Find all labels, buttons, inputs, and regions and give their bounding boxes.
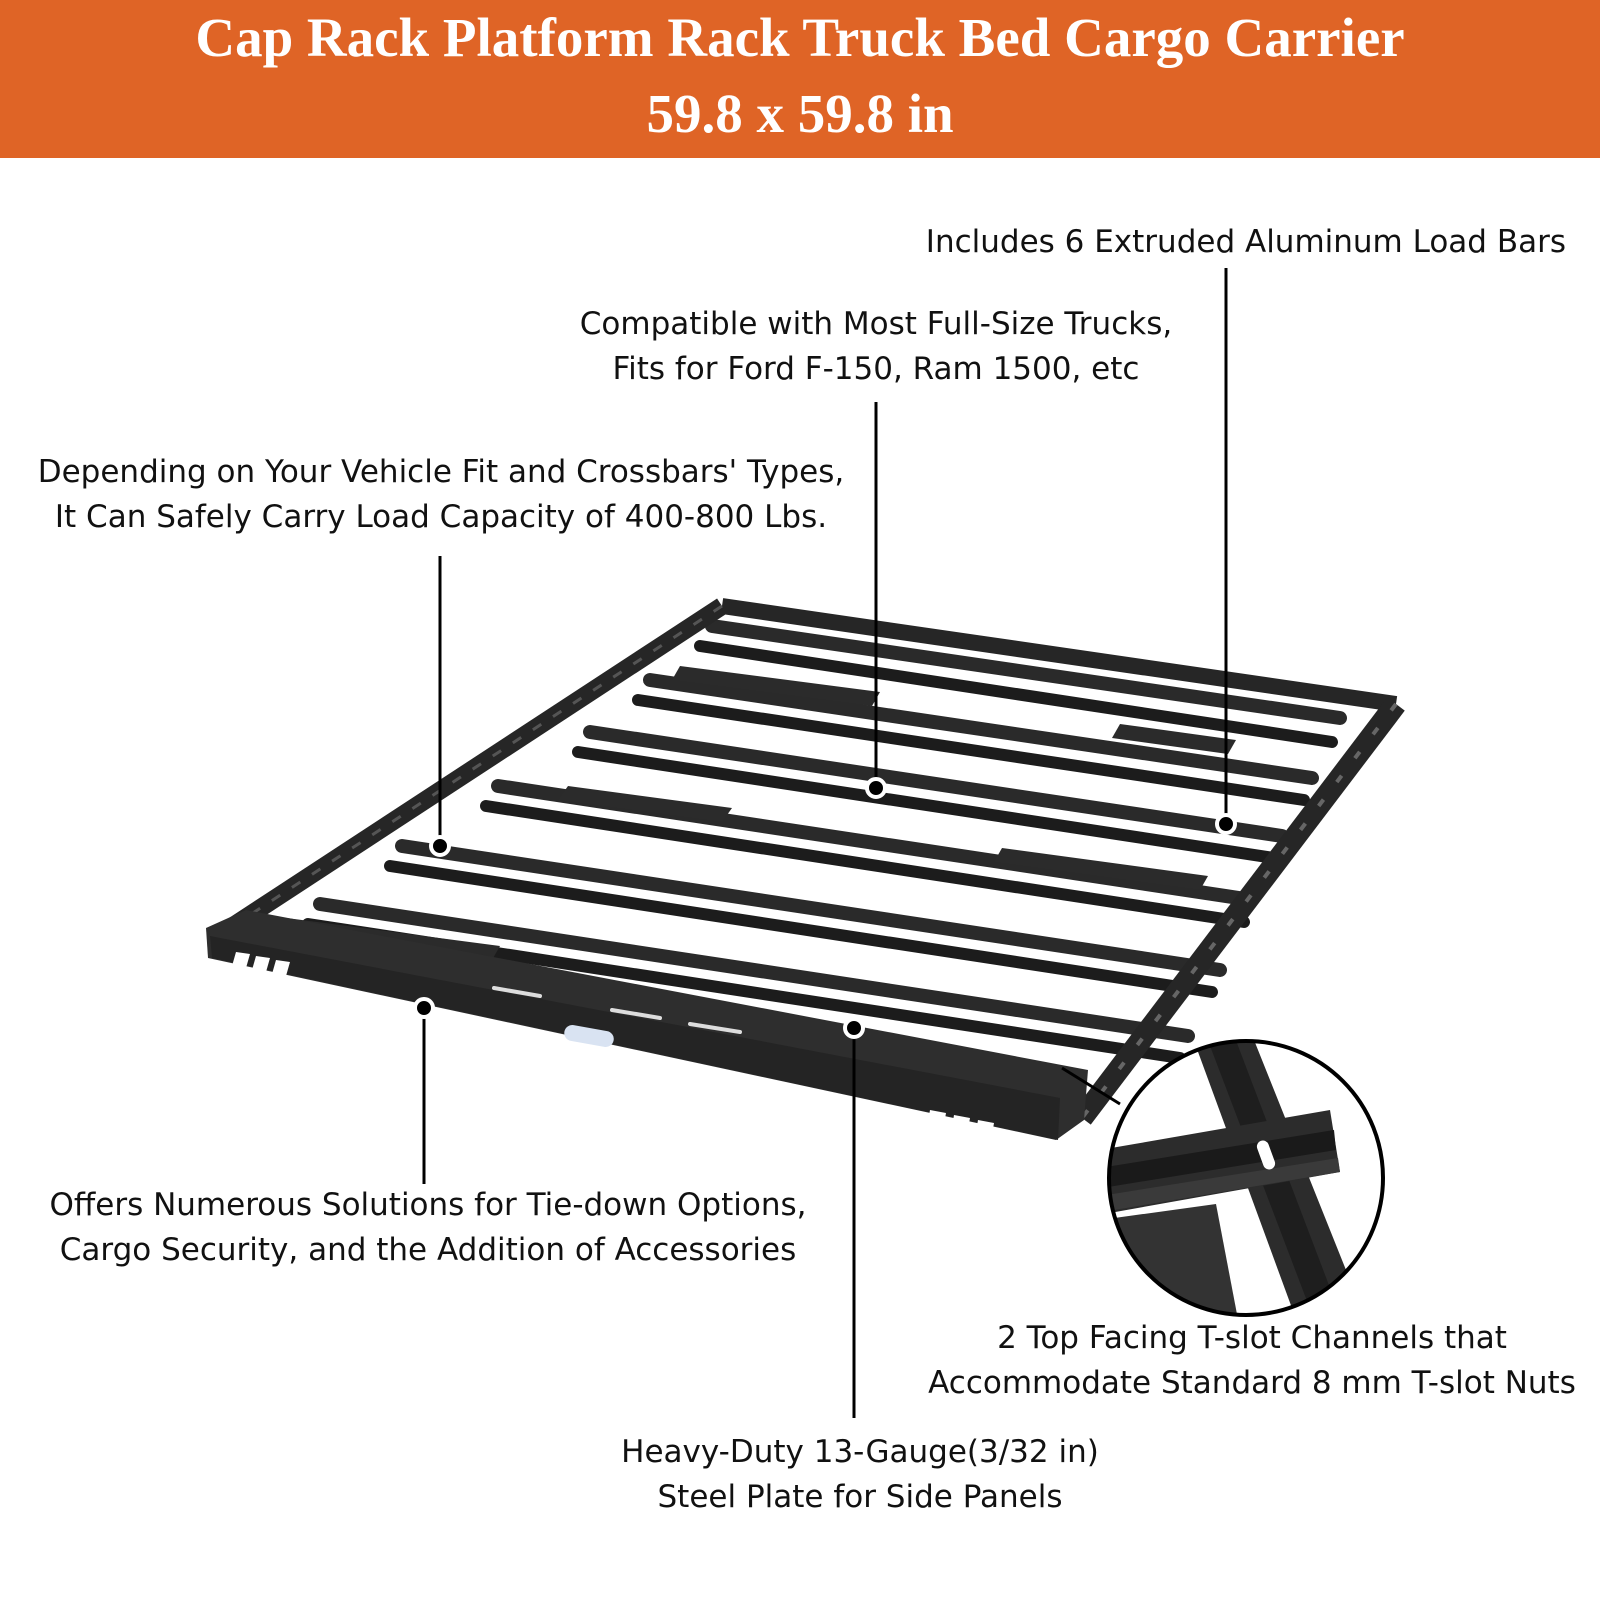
callout-line: It Can Safely Carry Load Capacity of 400… [54, 499, 828, 535]
load-bar [313, 897, 1195, 1043]
product-title: Cap Rack Platform Rack Truck Bed Cargo C… [195, 7, 1405, 68]
load-bars [302, 619, 1347, 1064]
t-slot-detail-circle [1107, 1039, 1385, 1317]
callout-t-slot: 2 Top Facing T-slot Channels that Accomm… [904, 1316, 1600, 1406]
callout-line: Heavy-Duty 13-Gauge(3/32 in) [621, 1434, 1099, 1470]
pointer-dot [843, 1017, 865, 1039]
callout-line: Steel Plate for Side Panels [657, 1479, 1063, 1515]
callout-gauge: Heavy-Duty 13-Gauge(3/32 in) Steel Plate… [600, 1430, 1120, 1520]
side-rails [225, 598, 1405, 1125]
callout-capacity: Depending on Your Vehicle Fit and Crossb… [10, 450, 872, 540]
pointer-dot [1215, 813, 1237, 835]
load-bar [632, 694, 1310, 806]
callout-line: Offers Numerous Solutions for Tie-down O… [49, 1187, 807, 1223]
callout-line: Includes 6 Extruded Aluminum Load Bars [925, 224, 1566, 260]
callout-line: Accommodate Standard 8 mm T-slot Nuts [928, 1365, 1576, 1401]
load-bar [705, 619, 1347, 725]
load-bar [395, 839, 1227, 977]
load-bar [643, 673, 1319, 785]
callout-load-bars: Includes 6 Extruded Aluminum Load Bars [926, 220, 1566, 265]
load-bar [572, 746, 1280, 864]
load-bar [480, 800, 1250, 928]
pointer-dot [429, 835, 451, 857]
front-side-panel [206, 910, 1088, 1146]
load-bar [384, 860, 1218, 998]
callout-compatibility: Compatible with Most Full-Size Trucks, F… [556, 302, 1196, 392]
callout-line: Depending on Your Vehicle Fit and Crossb… [37, 454, 845, 490]
callout-line: Compatible with Most Full-Size Trucks, [579, 306, 1173, 342]
pointer-dot [413, 997, 435, 1019]
product-size: 59.8 x 59.8 in [646, 83, 954, 144]
callout-line: Cargo Security, and the Addition of Acce… [59, 1232, 797, 1268]
load-bar [583, 725, 1289, 843]
callout-line: Fits for Ford F-150, Ram 1500, etc [612, 351, 1140, 387]
title-banner: Cap Rack Platform Rack Truck Bed Cargo C… [0, 0, 1600, 158]
pointer-dot [865, 777, 887, 799]
brand-logo [564, 1025, 614, 1047]
callout-line: 2 Top Facing T-slot Channels that [997, 1320, 1507, 1356]
leader-lines [413, 268, 1237, 1418]
callout-tie-down: Offers Numerous Solutions for Tie-down O… [14, 1183, 842, 1273]
